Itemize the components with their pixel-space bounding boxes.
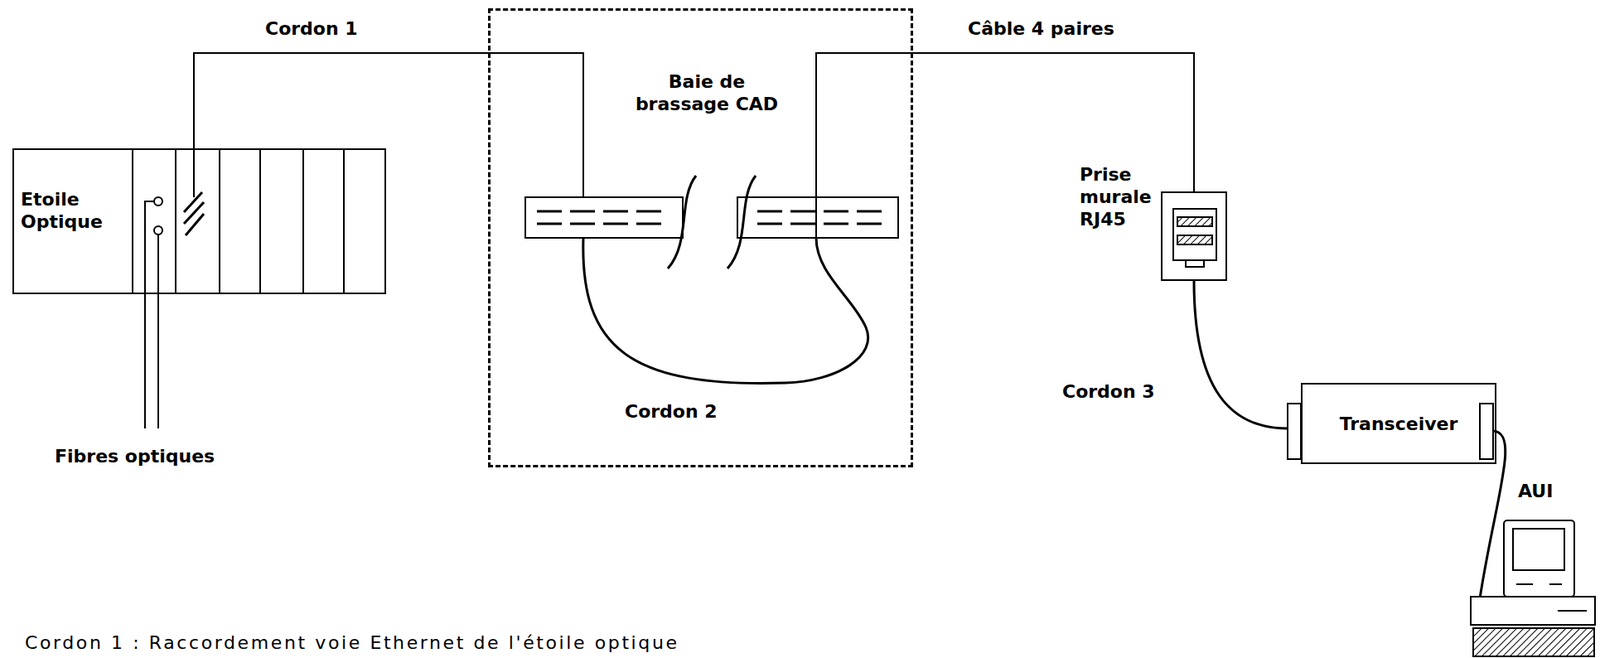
patch-panel [737, 197, 899, 238]
cable-connector [1193, 280, 1288, 429]
slot-divider [343, 148, 345, 295]
node-text: Baie de brassage CAD [619, 70, 794, 116]
slot-divider [174, 148, 177, 295]
node-text: Transceiver [1302, 384, 1495, 463]
break-mark [727, 175, 756, 269]
fibre-line [157, 234, 160, 429]
cord-label: Cordon 2 [624, 401, 718, 423]
note-text: Cordon 1 : Raccordement voie Ethernet de… [24, 632, 680, 654]
cable-label: AUI [1517, 480, 1553, 503]
slot-divider [259, 148, 262, 295]
aui-cable [1479, 430, 1506, 599]
node-text: Etoile Optique [20, 188, 137, 233]
rack-box: Etoile Optique [12, 148, 387, 295]
wall-socket: Prise murale RJ45 [1160, 191, 1228, 281]
slot-divider [218, 148, 221, 295]
jack-contacts [1177, 235, 1213, 245]
jack-latch [1185, 260, 1204, 267]
connector [1479, 403, 1494, 460]
cable-connector [193, 53, 584, 198]
jack-contacts [1177, 217, 1213, 227]
cable-label: Cordon 3 [1062, 381, 1156, 403]
break-mark [667, 175, 697, 269]
slot-divider [131, 148, 134, 295]
transceiver-box: Transceiver [1300, 382, 1497, 465]
computer-icon [1470, 520, 1596, 657]
slot-divider [302, 148, 305, 295]
fibre-port [154, 197, 163, 206]
node-text: Prise murale RJ45 [1079, 163, 1158, 231]
port-slashes [183, 192, 204, 236]
patch-cord [583, 237, 869, 383]
break-gap [684, 195, 736, 240]
rj45-jack [1173, 208, 1217, 261]
connector [1287, 403, 1301, 460]
cable-label: Câble 4 paires [967, 18, 1115, 40]
patch-panel [525, 197, 683, 238]
patch-bay-region: Baie de brassage CAD [488, 8, 914, 468]
fibre-port [154, 226, 163, 235]
cord-end [193, 148, 195, 198]
cable-connector [816, 53, 1194, 238]
cable-label: Cordon 1 [265, 18, 358, 40]
fibre-line [145, 201, 155, 429]
fibre-label: Fibres optiques [54, 445, 215, 468]
